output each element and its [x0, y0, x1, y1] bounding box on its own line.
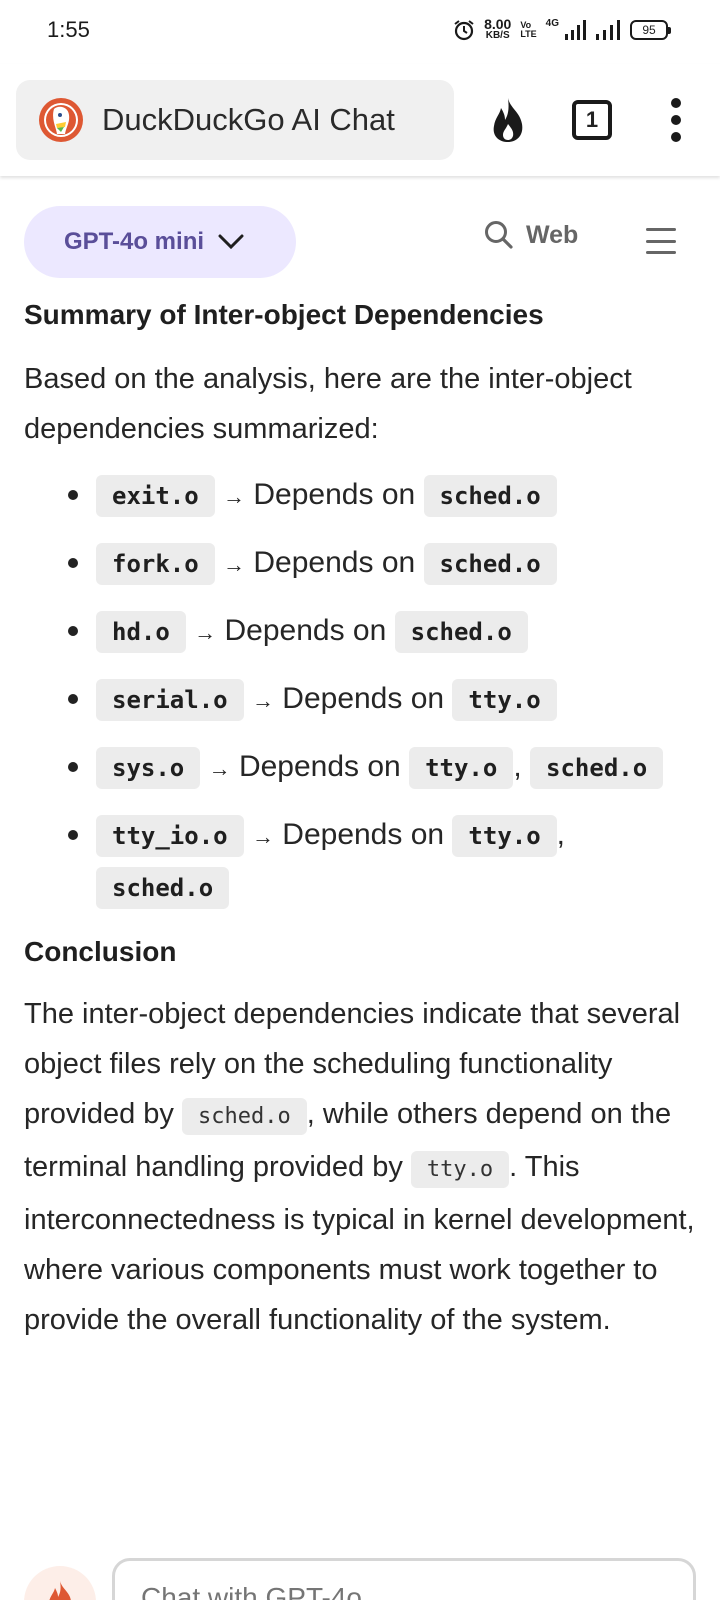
dependency-file: sched.o	[423, 475, 557, 517]
dependency-file: sched.o	[423, 543, 557, 585]
object-file: fork.o	[96, 543, 215, 585]
dependency-list: exit.o → Depends on sched.o fork.o → Dep…	[24, 470, 696, 913]
signal-icon-2	[596, 19, 620, 40]
arrow: →	[223, 484, 246, 509]
battery-icon: 95	[630, 19, 671, 40]
network-type: 4G	[545, 18, 559, 29]
status-bar: 1:55 8.00 KB/S Vo LTE 4G 95	[0, 0, 720, 64]
list-item: sys.o → Depends on tty.o, sched.o	[24, 742, 696, 794]
tab-count: 1	[585, 107, 599, 132]
battery-level: 95	[642, 22, 656, 37]
arrow: →	[223, 552, 246, 577]
list-item: exit.o → Depends on sched.o	[24, 470, 696, 522]
hamburger-menu-icon[interactable]	[646, 228, 676, 254]
list-item: hd.o → Depends on sched.o	[24, 606, 696, 658]
model-selector[interactable]: GPT-4o mini	[24, 206, 296, 278]
volte-bottom: LTE	[520, 28, 537, 39]
speed-unit: KB/S	[485, 30, 510, 41]
depends-text: Depends on	[253, 478, 416, 511]
fire-icon[interactable]	[488, 96, 528, 144]
dependency-file: tty.o	[452, 679, 557, 721]
object-file: tty_io.o	[96, 815, 244, 857]
chevron-down-icon	[218, 234, 244, 250]
web-search-toggle[interactable]: Web	[484, 220, 578, 250]
conclusion-heading: Conclusion	[24, 936, 177, 967]
signal-icon	[565, 19, 586, 40]
arrow: →	[251, 824, 274, 849]
inline-code: tty.o	[410, 1151, 510, 1188]
object-file: sys.o	[96, 747, 201, 789]
overflow-menu-icon[interactable]	[666, 98, 686, 142]
browser-toolbar: DuckDuckGo AI Chat 1	[0, 64, 720, 176]
tab-switcher-button[interactable]: 1	[572, 100, 612, 140]
object-file: serial.o	[96, 679, 244, 721]
chat-input[interactable]	[112, 1558, 696, 1600]
dependency-file: sched.o	[394, 611, 528, 653]
duckduckgo-logo-icon	[39, 98, 83, 142]
conclusion-part: . This interconnectedness is typical in …	[24, 1151, 695, 1336]
dependency-file: tty.o	[409, 747, 514, 789]
arrow: →	[251, 688, 274, 713]
new-chat-fire-button[interactable]	[24, 1566, 96, 1600]
site-title: DuckDuckGo AI Chat	[102, 102, 395, 137]
assistant-message: Summary of Inter-object Dependencies Bas…	[24, 296, 696, 1345]
speed-value: 8.00	[484, 16, 512, 32]
inline-code: sched.o	[182, 1098, 307, 1135]
list-item: serial.o → Depends on tty.o	[24, 674, 696, 726]
depends-text: Depends on	[282, 818, 445, 851]
arrow: →	[194, 620, 217, 645]
search-icon	[485, 221, 513, 249]
arrow: →	[208, 756, 231, 781]
network-speed: 8.00 KB/S	[484, 16, 512, 41]
dependency-file: sched.o	[530, 747, 664, 789]
depends-text: Depends on	[224, 614, 387, 647]
list-item: fork.o → Depends on sched.o	[24, 538, 696, 590]
separator: ,	[556, 818, 566, 851]
status-time: 1:55	[47, 17, 90, 42]
volte-top: Vo	[520, 19, 532, 30]
dependency-file: tty.o	[452, 815, 557, 857]
conclusion-text: The inter-object dependencies indicate t…	[24, 989, 696, 1345]
chat-input-area	[0, 1530, 720, 1600]
object-file: exit.o	[96, 475, 215, 517]
depends-text: Depends on	[282, 682, 445, 715]
intro-text: Based on the analysis, here are the inte…	[24, 363, 632, 445]
alarm-icon	[454, 19, 474, 40]
conclusion-part: The inter-object dependencies indicate t…	[24, 998, 681, 1130]
summary-heading: Summary of Inter-object Dependencies	[24, 299, 544, 330]
separator: ,	[513, 750, 522, 783]
volte-indicator: Vo LTE	[520, 19, 537, 39]
conclusion-part: , while others depend on the terminal ha…	[24, 1098, 672, 1183]
depends-text: Depends on	[238, 750, 401, 783]
list-item: tty_io.o → Depends on tty.o, sched.o	[24, 810, 696, 913]
address-bar[interactable]: DuckDuckGo AI Chat	[16, 80, 454, 160]
web-label: Web	[526, 220, 579, 249]
object-file: hd.o	[96, 611, 186, 653]
depends-text: Depends on	[253, 546, 416, 579]
model-name: GPT-4o mini	[64, 228, 205, 255]
fire-icon	[49, 1581, 71, 1600]
status-icons: 8.00 KB/S Vo LTE 4G 95	[453, 16, 671, 41]
dependency-file: sched.o	[96, 867, 230, 909]
